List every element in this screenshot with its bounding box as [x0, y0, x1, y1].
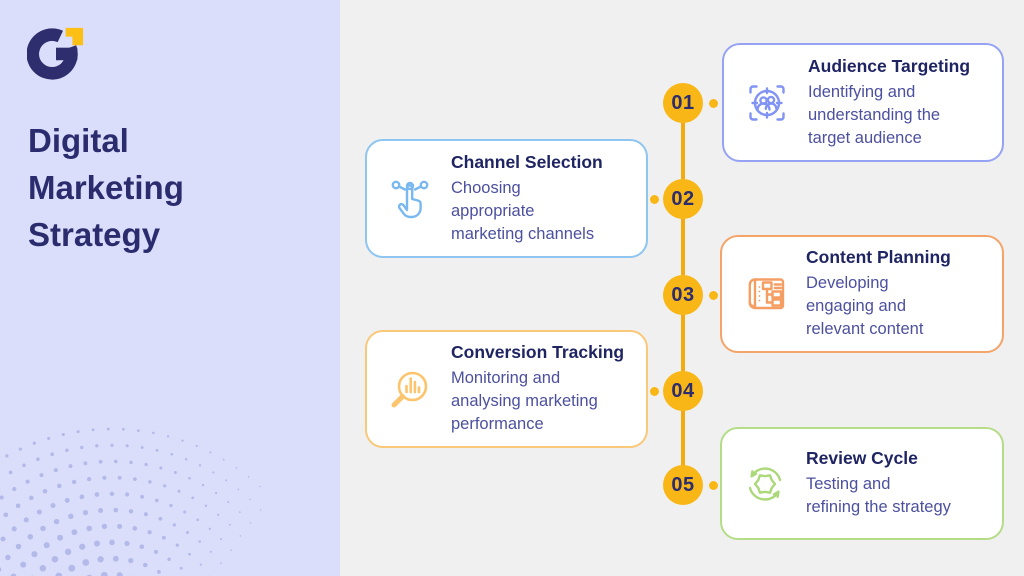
halftone-dots-decoration [0, 427, 262, 576]
card-title: Review Cycle [806, 448, 918, 468]
timeline-connector-dot [709, 99, 718, 108]
magnifier-chart-icon [381, 360, 439, 418]
card-title: Channel Selection [451, 151, 603, 172]
tap-select-icon [381, 170, 439, 228]
timeline-node-02: 02 [663, 179, 703, 219]
timeline-node-03: 03 [663, 275, 703, 315]
card-description: Developing engaging and relevant content [806, 274, 924, 338]
poster-title: Digital Marketing Strategy [28, 122, 184, 253]
audience-target-icon [738, 74, 796, 132]
card-description: Identifying and understanding the target… [808, 82, 941, 147]
timeline-node-04: 04 [663, 371, 703, 411]
card-title: Audience Targeting [808, 55, 971, 76]
step-card-channel-selection: Channel Selection Choosing appropriate m… [365, 139, 648, 258]
timeline-connector-dot [650, 195, 659, 204]
step-card-conversion-tracking: Conversion Tracking Monitoring and analy… [365, 330, 648, 448]
blueprint-sitemap-icon [736, 265, 794, 323]
step-card-content-planning: Content Planning Developing engaging and… [720, 235, 1004, 353]
timeline-connector-dot [709, 481, 718, 490]
card-title: Content Planning [806, 247, 951, 267]
step-card-review-cycle: Review Cycle Testing and refining the st… [720, 427, 1004, 540]
card-title: Conversion Tracking [451, 342, 625, 362]
card-description: Choosing appropriate marketing channels [451, 178, 595, 243]
card-description: Monitoring and analysing marketing perfo… [451, 369, 598, 433]
title-panel: Digital Marketing Strategy [0, 0, 340, 576]
timeline-node-01: 01 [663, 83, 703, 123]
timeline-connector-dot [709, 291, 718, 300]
timeline-node-05: 05 [663, 465, 703, 505]
step-card-audience-targeting: Audience Targeting Identifying and under… [722, 43, 1004, 162]
refresh-gear-icon [736, 455, 794, 513]
card-description: Testing and refining the strategy [806, 475, 951, 516]
g-logo-icon [27, 27, 84, 80]
timeline-connector-dot [650, 387, 659, 396]
